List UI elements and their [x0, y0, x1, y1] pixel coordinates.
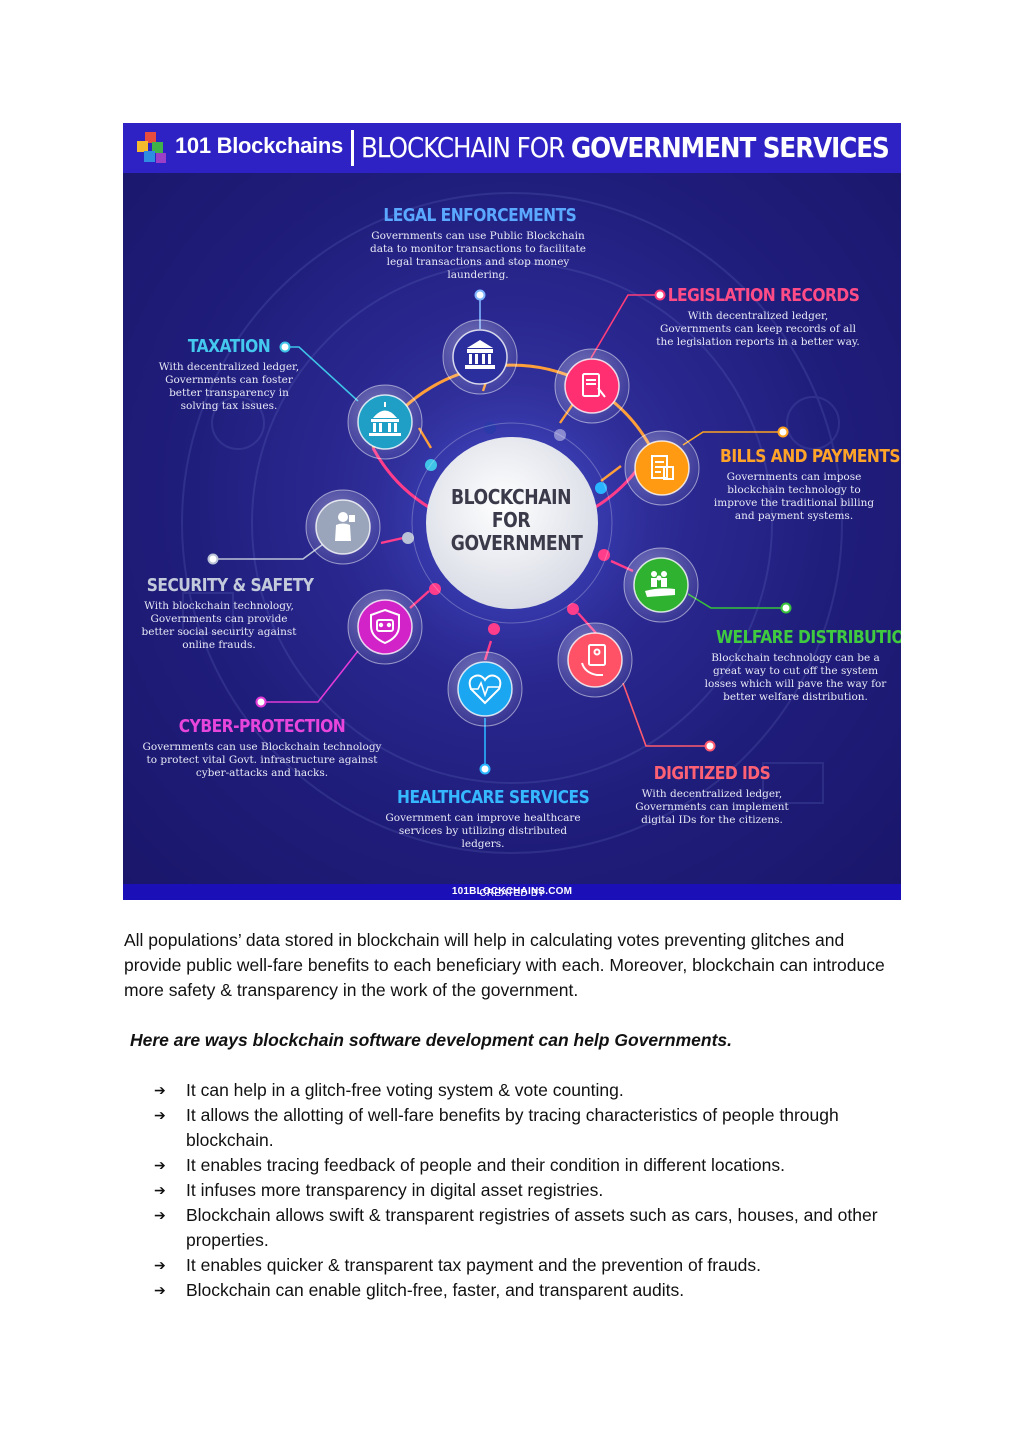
- legislation-node: [554, 348, 630, 424]
- taxation-title: TAXATION: [187, 336, 271, 357]
- cyber-node: [347, 589, 423, 665]
- taxation-node: [347, 384, 423, 460]
- legal-title: LEGAL ENFORCEMENTS: [383, 205, 577, 226]
- footer-prefix: CREATED BY: [479, 888, 545, 899]
- list-item: ➔ It allows the allotting of well-fare be…: [124, 1103, 899, 1153]
- bills-desc: Governments can impose blockchain techno…: [713, 471, 875, 522]
- bills-label: BILLS AND PAYMENTS Governments can impos…: [708, 446, 901, 523]
- title-bold: GOVERNMENT SERVICES: [570, 131, 890, 164]
- list-item: ➔ It enables tracing feedback of people a…: [124, 1153, 899, 1178]
- security-desc: With blockchain technology, Governments …: [141, 600, 297, 651]
- courthouse-icon: [465, 340, 495, 369]
- blockchain-diagram: [181, 192, 843, 854]
- infographic: 101 Blockchains BLOCKCHAIN FOR GOVERNMEN…: [123, 123, 901, 900]
- list-item: ➔ It infuses more transparency in digital…: [124, 1178, 899, 1203]
- footer-credit: CREATED BY 101BLOCKCHAINS.COM: [123, 886, 901, 899]
- legislation-label: LEGISLATION RECORDS With decentralized l…: [653, 285, 863, 349]
- connector-dots: [207, 289, 792, 775]
- taxation-desc: With decentralized ledger, Governments c…: [158, 361, 300, 412]
- legislation-desc: With decentralized ledger, Governments c…: [656, 310, 860, 348]
- list-item-text: Blockchain allows swift & transparent re…: [186, 1205, 878, 1250]
- healthcare-title: HEALTHCARE SERVICES: [397, 787, 590, 808]
- lead-sentence: Here are ways blockchain software develo…: [130, 1030, 733, 1050]
- list-item: ➔ Blockchain allows swift & transparent r…: [124, 1203, 899, 1253]
- legal-desc: Governments can use Public Blockchain da…: [369, 230, 587, 281]
- cyber-label: CYBER-PROTECTION Governments can use Blo…: [137, 716, 387, 780]
- arrow-bullet-icon: ➔: [154, 1282, 166, 1298]
- list-item-text: It infuses more transparency in digital …: [186, 1180, 604, 1200]
- cyber-title: CYBER-PROTECTION: [178, 716, 346, 737]
- list-item: ➔ It can help in a glitch-free voting sys…: [124, 1078, 899, 1103]
- intro-paragraph: All populations’ data stored in blockcha…: [124, 930, 885, 1000]
- legal-node: [442, 319, 518, 395]
- list-item-text: It enables tracing feedback of people an…: [186, 1155, 785, 1175]
- infographic-footer: CREATED BY 101BLOCKCHAINS.COM: [123, 884, 901, 900]
- list-item-text: It enables quicker & transparent tax pay…: [186, 1255, 761, 1275]
- security-node: [305, 489, 381, 565]
- arrow-bullet-icon: ➔: [154, 1157, 166, 1173]
- legal-label: LEGAL ENFORCEMENTS Governments can use P…: [368, 205, 588, 282]
- list-item-text: Blockchain can enable glitch-free, faste…: [186, 1280, 685, 1300]
- capitol-building-icon: [369, 402, 401, 436]
- list-item-text: It can help in a glitch-free voting syst…: [186, 1080, 624, 1100]
- security-guard-icon: [335, 512, 355, 541]
- arrow-bullet-icon: ➔: [154, 1207, 166, 1223]
- welfare-node: [623, 547, 699, 623]
- digitized-desc: With decentralized ledger, Governments c…: [635, 788, 789, 826]
- brand-cubes-icon: [137, 132, 166, 163]
- center-label: BLOCKCHAIN FOR GOVERNMENT: [450, 485, 583, 555]
- healthcare-desc: Government can improve healthcare servic…: [385, 812, 581, 850]
- welfare-title: WELFARE DISTRIBUTION: [715, 627, 901, 648]
- list-item: ➔ Blockchain can enable glitch-free, fast…: [124, 1278, 899, 1303]
- welfare-label: WELFARE DISTRIBUTION Blockchain technolo…: [703, 627, 901, 704]
- legislation-title: LEGISLATION RECORDS: [667, 285, 860, 306]
- bills-node: [624, 430, 700, 506]
- arrow-bullet-icon: ➔: [154, 1082, 166, 1098]
- security-title: SECURITY & SAFETY: [146, 575, 314, 596]
- list-item-text: It allows the allotting of well-fare ben…: [186, 1105, 839, 1150]
- digitized-label: DIGITIZED IDS With decentralized ledger,…: [633, 763, 791, 827]
- benefits-list: ➔ It can help in a glitch-free voting sys…: [124, 1078, 899, 1303]
- cyber-desc: Governments can use Blockchain technolog…: [142, 741, 382, 779]
- bills-title: BILLS AND PAYMENTS: [720, 446, 901, 467]
- id-card-hand-icon: [581, 644, 606, 676]
- footer-site: 101BLOCKCHAINS.COM: [451, 886, 573, 897]
- brand-name: 101 Blockchains: [175, 133, 343, 158]
- arrow-bullet-icon: ➔: [154, 1257, 166, 1273]
- title-light: BLOCKCHAIN FOR: [361, 131, 571, 164]
- document-pen-icon: [582, 373, 606, 398]
- arrow-bullet-icon: ➔: [154, 1182, 166, 1198]
- banner-divider: [351, 130, 354, 166]
- center-line-3: GOVERNMENT: [450, 531, 583, 555]
- digitized-title: DIGITIZED IDS: [653, 763, 771, 784]
- bill-receipt-icon: [651, 455, 674, 480]
- ring-joints: [402, 422, 610, 635]
- center-line-1: BLOCKCHAIN: [450, 485, 572, 509]
- list-item: ➔ It enables quicker & transparent tax pa…: [124, 1253, 899, 1278]
- infographic-banner: 101 Blockchains BLOCKCHAIN FOR GOVERNMEN…: [123, 123, 901, 173]
- security-label: SECURITY & SAFETY With blockchain techno…: [135, 575, 314, 652]
- shield-robot-icon: [370, 608, 400, 645]
- heart-pulse-icon: [468, 674, 502, 705]
- infographic-title: BLOCKCHAIN FOR GOVERNMENT SERVICES: [361, 131, 890, 164]
- background-decor: [181, 192, 843, 854]
- healthcare-label: HEALTHCARE SERVICES Government can impro…: [383, 787, 590, 851]
- arrow-bullet-icon: ➔: [154, 1107, 166, 1123]
- digitized-node: [557, 622, 633, 698]
- center-circle: [426, 437, 598, 609]
- welfare-desc: Blockchain technology can be a great way…: [704, 652, 887, 703]
- center-line-2: FOR: [491, 508, 531, 532]
- family-hand-icon: [645, 571, 675, 597]
- taxation-label: TAXATION With decentralized ledger, Gove…: [153, 336, 305, 413]
- healthcare-node: [447, 651, 523, 727]
